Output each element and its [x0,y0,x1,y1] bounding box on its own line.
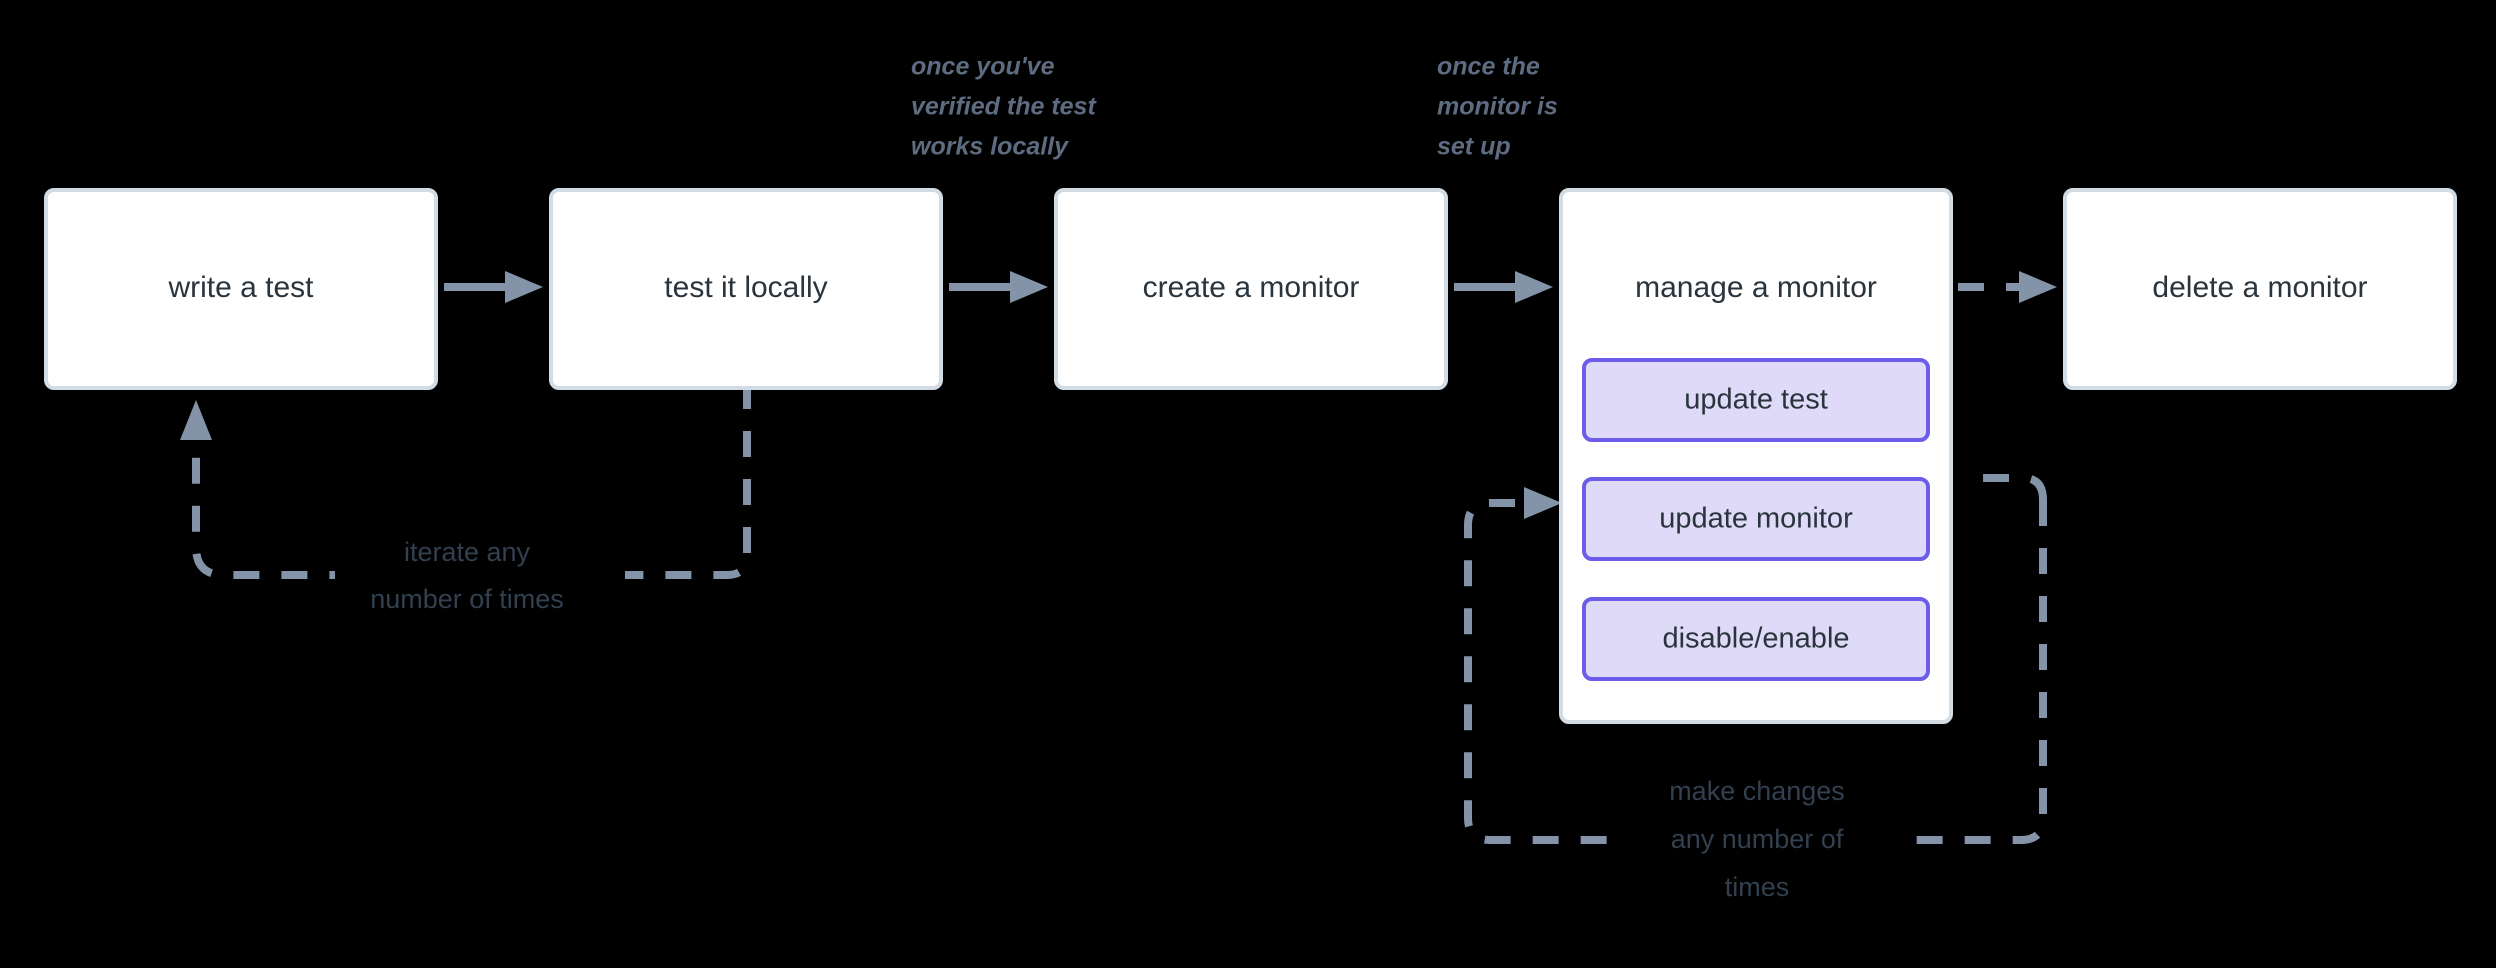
connector-manage-to-delete [1958,271,2057,303]
sub-node-update-monitor[interactable]: update monitor [1582,477,1930,561]
node-manage-a-monitor[interactable]: manage a monitor update test update moni… [1559,188,1953,724]
node-delete-a-monitor[interactable]: delete a monitor [2063,188,2457,390]
node-label-manage-a-monitor: manage a monitor [1635,271,1877,304]
loop-label-line-2: number of times [370,584,564,614]
node-test-it-locally[interactable]: test it locally [549,188,943,390]
node-label-create-a-monitor: create a monitor [1143,271,1360,304]
sub-node-label-disable-enable: disable/enable [1662,623,1849,655]
note-line-1: once the [1437,53,1540,81]
loop-label-make-changes: make changes any number of times [1620,770,1895,910]
sub-node-label-update-test: update test [1684,384,1828,416]
sub-node-label-update-monitor: update monitor [1659,503,1853,535]
note-line-3: works locally [911,133,1069,161]
loop-label-line-2: any number of [1671,824,1844,854]
note-once-the-monitor-is-set-up: once the monitor is set up [1437,53,1558,161]
node-label-write-a-test: write a test [167,271,314,304]
note-once-youve-verified: once you've verified the test works loca… [911,53,1097,161]
loop-label-line-3: times [1725,872,1790,902]
node-label-test-it-locally: test it locally [664,271,827,304]
node-create-a-monitor[interactable]: create a monitor [1054,188,1448,390]
connector-write-to-test [444,271,543,303]
node-write-a-test[interactable]: write a test [44,188,438,390]
note-line-2: monitor is [1437,93,1558,121]
connector-create-to-manage [1454,271,1553,303]
loop-label-iterate: iterate any number of times [335,530,625,620]
node-label-delete-a-monitor: delete a monitor [2152,271,2367,304]
note-line-3: set up [1437,133,1511,161]
note-line-2: verified the test [911,93,1097,121]
sub-node-disable-enable[interactable]: disable/enable [1582,597,1930,681]
make-changes-feedback-loop [1464,474,2047,844]
connector-test-to-create [949,271,1048,303]
sub-node-update-test[interactable]: update test [1582,358,1930,442]
loop-label-line-1: iterate any [404,537,531,567]
note-line-1: once you've [911,53,1055,81]
loop-label-line-1: make changes [1669,776,1845,806]
